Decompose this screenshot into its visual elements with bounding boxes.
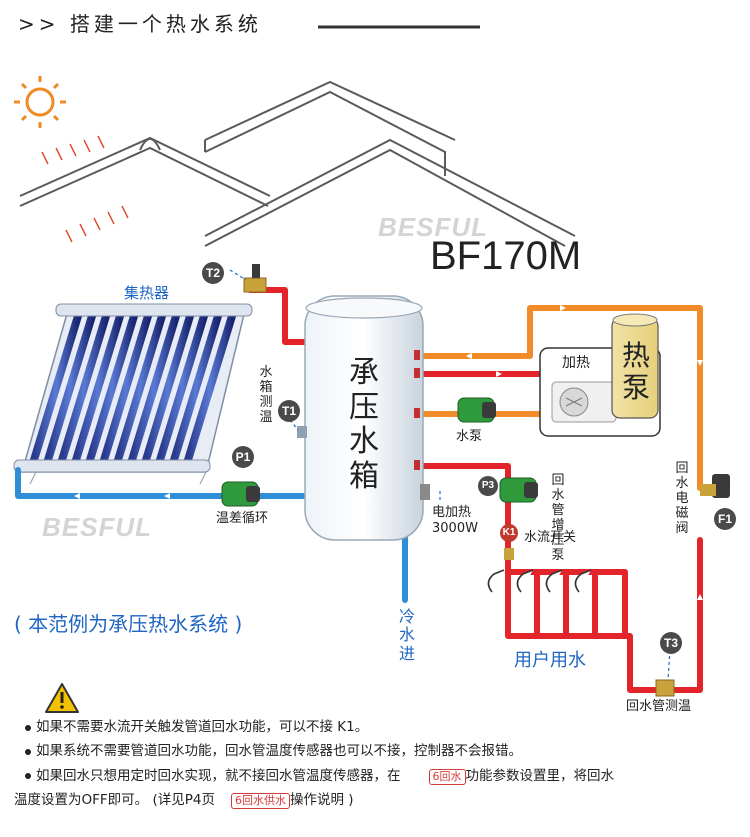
badge-t2: T2 (202, 262, 224, 284)
sun-rays-icon (41, 135, 129, 243)
tank-sensor-label: 水箱测温 (259, 365, 273, 425)
return-temp-label: 回水管测温 (626, 699, 692, 714)
example-caption: ( 本范例为承压热水系统 ) (14, 612, 243, 636)
heat-pump-label: 热泵 (621, 339, 650, 405)
sensor-t2-icon (243, 264, 267, 293)
heat-label: 加热 (562, 355, 590, 371)
solar-collector (13, 303, 253, 485)
badge-t3: T3 (660, 632, 682, 654)
brand-watermark: BESFUL (42, 512, 152, 542)
sun-icon (14, 76, 66, 128)
note-4-text-b: 操作说明 ) (289, 792, 354, 808)
user-water-label: 用户用水 (514, 650, 586, 671)
note-3: 如果回水只想用定时回水实现，就不接回水管温度传感器，在 6回水功能参数设置里，将回… (36, 769, 614, 785)
solenoid-valve-icon (700, 474, 730, 498)
return-pump-icon (499, 477, 538, 503)
circulation-pump-icon (221, 481, 260, 507)
pipe-heatpump-supply (417, 305, 703, 491)
electric-heat-power: 3000W (432, 521, 478, 536)
model-name: BF170M (430, 234, 582, 278)
pressure-tank (297, 295, 430, 541)
water-pump-label: 水泵 (456, 429, 483, 444)
pipe-return-loop (622, 537, 703, 693)
badge-p3: P3 (478, 476, 498, 496)
shower-heads-icon (487, 569, 592, 593)
electric-heat-label: 电加热 (432, 505, 472, 520)
diff-pump-label: 温差循环 (216, 511, 269, 526)
heat-pump-unit (539, 313, 661, 437)
return-pump-label: 回水管增压泵 (551, 473, 565, 563)
pipe-collector-out (247, 287, 308, 345)
page-title: >> 搭建一个热水系统 (18, 12, 262, 36)
cold-in-label: 冷水进 (398, 607, 415, 663)
note-1: 如果不需要水流开关触发管道回水功能，可以不接 K1。 (36, 719, 369, 735)
flow-switch-icon (504, 548, 514, 560)
pipe-collector-return (15, 467, 308, 499)
badge-f1: F1 (714, 508, 736, 530)
leader-lines (229, 269, 671, 681)
pipe-user-branches (534, 569, 598, 639)
badge-t1: T1 (278, 400, 300, 422)
note-4: 温度设置为OFF即可。 (详见P4页 6回水供水操作说明 ) (14, 793, 354, 809)
solenoid-label: 回水电磁阀 (675, 461, 689, 536)
water-pump-icon (457, 397, 496, 423)
param-pill-return: 6回水 (428, 769, 466, 785)
flow-switch-label: 水流开关 (524, 530, 577, 545)
note-2: 如果系统不需要管道回水功能，回水管温度传感器也可以不接，控制器不会报错。 (36, 743, 522, 759)
collector-label: 集热器 (124, 284, 170, 302)
note-bullets (25, 725, 31, 779)
warning-icon (45, 683, 79, 713)
badge-k1: K1 (500, 524, 518, 542)
tank-label: 承压水箱 (349, 355, 379, 494)
note-3-text-b: 功能参数设置里，将回水 (465, 768, 615, 784)
note-3-text-a: 如果回水只想用定时回水实现，就不接回水管温度传感器，在 (36, 768, 401, 784)
param-pill-return-supply: 6回水供水 (230, 793, 290, 809)
note-4-text-a: 温度设置为OFF即可。 (详见P4页 (14, 792, 215, 808)
house-outline (19, 80, 576, 247)
sensor-t3-icon (655, 679, 675, 697)
badge-p1: P1 (232, 446, 254, 468)
brand-watermark: BESFUL (378, 212, 488, 242)
